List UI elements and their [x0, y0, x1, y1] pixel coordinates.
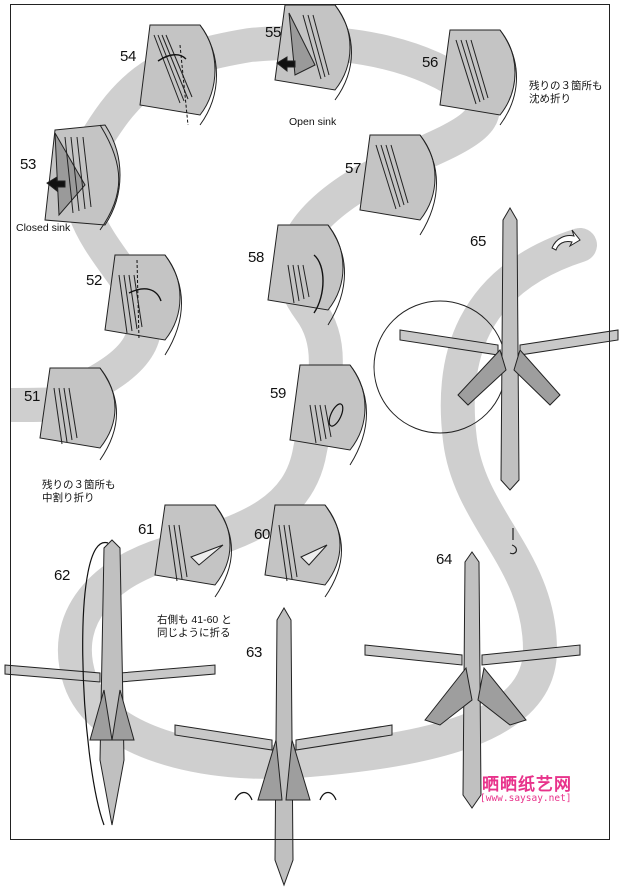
step-number-60: 60	[254, 526, 271, 543]
diagram-frame	[10, 4, 610, 840]
dragonfly-64	[364, 551, 581, 809]
watermark-site: [www.saysay.net]	[480, 793, 572, 804]
watermark-brand: 晒晒纸艺网	[482, 775, 572, 795]
closed-sink-label: Closed sink	[16, 222, 71, 234]
note-61-line-2: 同じように折る	[157, 627, 231, 639]
step-number-62: 62	[54, 567, 71, 584]
note-step-61: 右側も 41-60 と 同じように折る	[157, 614, 232, 640]
rotate-arrow-icon	[509, 528, 518, 555]
open-sink-label: Open sink	[289, 116, 337, 128]
note-51-line-1: 残りの３箇所も	[42, 479, 116, 491]
step-number-59: 59	[270, 385, 287, 402]
dragonfly-63	[174, 607, 393, 887]
step-illustrations	[39, 4, 517, 598]
step-number-57: 57	[345, 160, 362, 177]
note-56-line-2: 沈め折り	[529, 93, 571, 105]
note-51-line-2: 中割り折り	[42, 492, 95, 504]
note-step-56: 残りの３箇所も 沈め折り	[529, 80, 603, 106]
step-number-65: 65	[470, 233, 487, 250]
note-56-line-1: 残りの３箇所も	[529, 80, 603, 92]
note-step-51: 残りの３箇所も 中割り折り	[42, 479, 116, 505]
dragonfly-62	[4, 539, 216, 826]
step-number-58: 58	[248, 249, 265, 266]
step-number-52: 52	[86, 272, 103, 289]
step-number-56: 56	[422, 54, 439, 71]
step-number-53: 53	[20, 156, 37, 173]
step-number-61: 61	[138, 521, 155, 538]
turn-over-arrow-icon	[551, 229, 581, 251]
dragonfly-65	[373, 207, 619, 491]
step-number-55: 55	[265, 24, 282, 41]
step-number-63: 63	[246, 644, 263, 661]
step-number-64: 64	[436, 551, 453, 568]
note-61-line-1: 右側も 41-60 と	[157, 614, 232, 626]
step-number-51: 51	[24, 388, 41, 405]
step-number-54: 54	[120, 48, 137, 65]
